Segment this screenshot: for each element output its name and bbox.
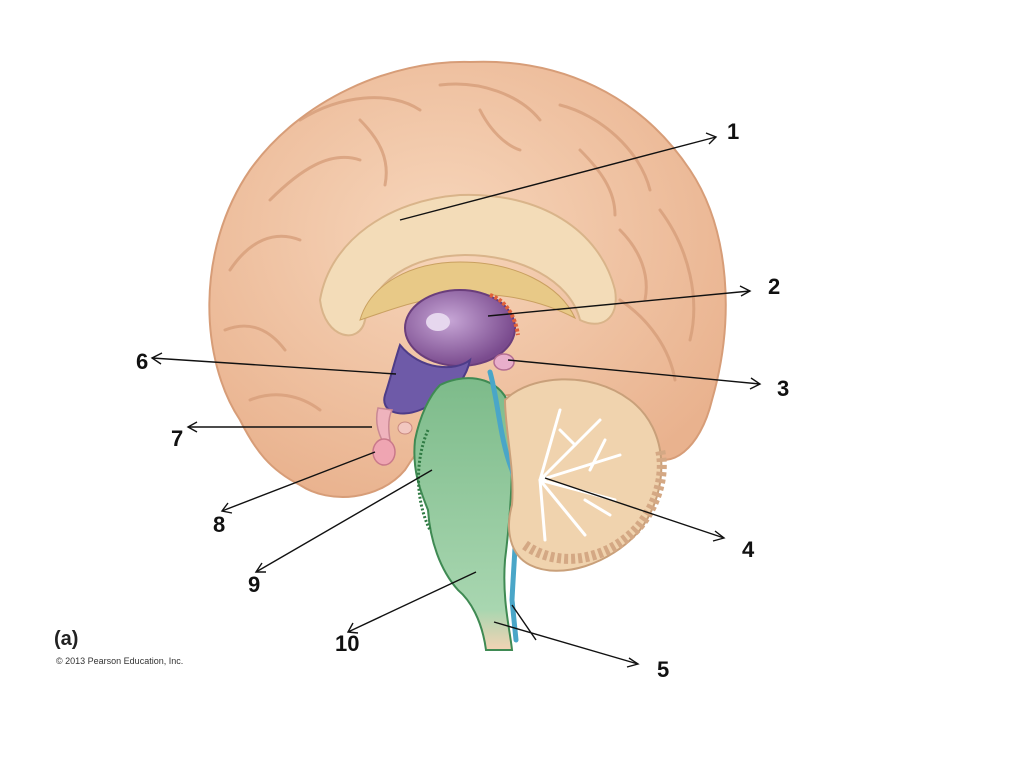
leader-3 xyxy=(507,359,761,385)
label-5: 5 xyxy=(657,657,670,682)
gyri-texture xyxy=(223,82,696,412)
leader-1 xyxy=(399,136,717,221)
thalamus-outline-edge xyxy=(489,293,520,336)
pituitary-gland xyxy=(372,438,396,466)
label-8: 8 xyxy=(213,512,226,537)
arrowhead-5 xyxy=(626,657,640,668)
label-2: 2 xyxy=(768,274,781,299)
leader-5a xyxy=(511,604,537,641)
panel-label: (a) xyxy=(54,628,79,650)
arrowhead-3 xyxy=(749,377,762,390)
label-6: 6 xyxy=(136,349,149,374)
interthalamic-adhesion xyxy=(426,313,450,331)
leader-8 xyxy=(221,451,376,512)
leader-6 xyxy=(151,357,397,375)
label-9: 9 xyxy=(248,572,261,597)
label-3: 3 xyxy=(777,376,790,401)
arrowhead-2 xyxy=(739,285,752,297)
mammillary-body xyxy=(397,421,413,435)
arrowhead-9 xyxy=(254,562,266,573)
leader-10 xyxy=(347,571,477,633)
infundibulum xyxy=(375,407,394,441)
leader-2 xyxy=(487,290,751,317)
arrowhead-6 xyxy=(150,352,163,365)
pineal-body xyxy=(493,353,515,371)
cerebellum-folia xyxy=(522,448,667,564)
label-4: 4 xyxy=(742,537,755,562)
label-10: 10 xyxy=(335,631,360,656)
arrowhead-1 xyxy=(705,132,718,145)
leader-lines xyxy=(150,132,762,668)
arrowhead-10 xyxy=(346,622,359,634)
leader-5 xyxy=(493,621,639,665)
leader-9 xyxy=(255,469,433,573)
leader-4 xyxy=(544,477,725,539)
label-7: 7 xyxy=(171,426,184,451)
pons-bulge xyxy=(417,429,432,531)
copyright-notice: © 2013 Pearson Education, Inc. xyxy=(56,656,184,666)
label-1: 1 xyxy=(727,119,740,144)
arrowhead-7 xyxy=(186,421,198,433)
arrowhead-8 xyxy=(220,502,233,514)
arrowhead-4 xyxy=(712,530,726,542)
